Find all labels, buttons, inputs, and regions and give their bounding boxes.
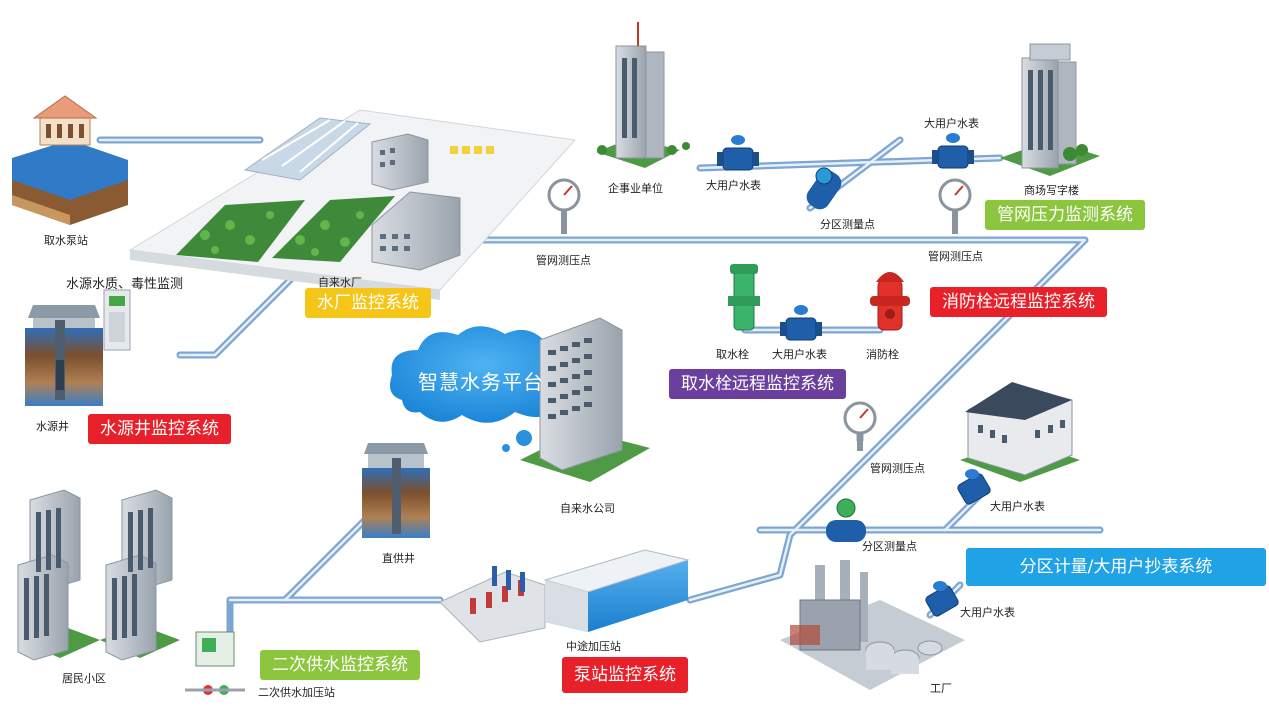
label-factory: 工厂	[930, 682, 952, 695]
label-big-meter-3: 大用户水表	[772, 348, 827, 361]
badge-pump-station-system[interactable]: 泵站监控系统	[562, 657, 688, 693]
badge-pipe-pressure-system[interactable]: 管网压力监测系统	[985, 200, 1145, 230]
water-meter-icon	[932, 133, 974, 169]
label-direct-well: 直供井	[382, 552, 415, 565]
label-mid-pump: 中途加压站	[566, 640, 621, 653]
cloud-icon	[389, 326, 577, 452]
pressure-gauge-icon	[547, 178, 581, 234]
pressure-gauge-icon	[938, 178, 972, 234]
label-district-point-1: 分区测量点	[820, 218, 875, 231]
source-well	[25, 305, 103, 406]
badge-hydrant-system[interactable]: 消防栓远程监控系统	[930, 287, 1107, 317]
label-mall: 商场写字楼	[1024, 184, 1079, 197]
label-intake-hydrant: 取水栓	[716, 348, 749, 361]
label-big-meter-2: 大用户水表	[924, 117, 979, 130]
fire-hydrant-icon	[870, 272, 910, 331]
mid-pump-station	[439, 549, 690, 643]
platform-title: 智慧水务平台	[418, 370, 544, 394]
label-big-meter-1: 大用户水表	[706, 179, 761, 192]
water-company-building	[520, 317, 650, 482]
water-meter-icon	[925, 581, 959, 617]
label-source-well: 水源井	[36, 420, 69, 433]
label-enterprise: 企事业单位	[608, 182, 663, 195]
label-residential: 居民小区	[62, 672, 106, 685]
label-water-plant: 自来水厂	[318, 276, 362, 289]
water-meter-icon	[717, 135, 759, 171]
badge-water-plant-system[interactable]: 水厂监控系统	[305, 288, 431, 318]
label-pressure-1: 管网测压点	[536, 254, 591, 267]
pressure-gauge-icon	[843, 401, 877, 451]
label-intake-pump: 取水泵站	[44, 234, 88, 247]
badge-secondary-supply-system[interactable]: 二次供水监控系统	[260, 650, 420, 680]
badge-source-well-system[interactable]: 水源井监控系统	[88, 414, 231, 444]
intake-pump-station	[12, 95, 128, 225]
direct-supply-well	[362, 443, 430, 538]
residential-buildings	[17, 489, 180, 661]
label-quality-monitor: 水源水质、毒性监测	[66, 277, 184, 292]
label-pressure-3: 管网测压点	[870, 462, 925, 475]
label-big-meter-5: 大用户水表	[960, 606, 1015, 619]
label-district-point-2: 分区测量点	[862, 540, 917, 553]
badge-intake-hydrant-system[interactable]: 取水栓远程监控系统	[669, 369, 846, 399]
label-water-company: 自来水公司	[560, 502, 615, 515]
flow-meter-icon	[826, 498, 866, 542]
label-big-meter-4: 大用户水表	[990, 500, 1045, 513]
mall-building	[1000, 43, 1100, 176]
label-secondary-station: 二次供水加压站	[258, 686, 335, 699]
water-plant	[128, 109, 577, 300]
intake-hydrant-icon	[728, 264, 760, 331]
label-fire-hydrant: 消防栓	[866, 348, 899, 361]
quality-monitor-cabinet	[103, 289, 131, 351]
badge-district-metering-system[interactable]: 分区计量/大用户抄表系统	[966, 548, 1266, 586]
office-mansion	[960, 382, 1080, 482]
secondary-supply-station	[185, 631, 245, 695]
enterprise-building	[596, 22, 690, 168]
flow-meter-icon	[806, 167, 842, 210]
factory-icon	[780, 560, 965, 690]
water-meter-icon	[957, 469, 991, 505]
label-pressure-2: 管网测压点	[928, 250, 983, 263]
water-meter-icon	[780, 305, 822, 341]
